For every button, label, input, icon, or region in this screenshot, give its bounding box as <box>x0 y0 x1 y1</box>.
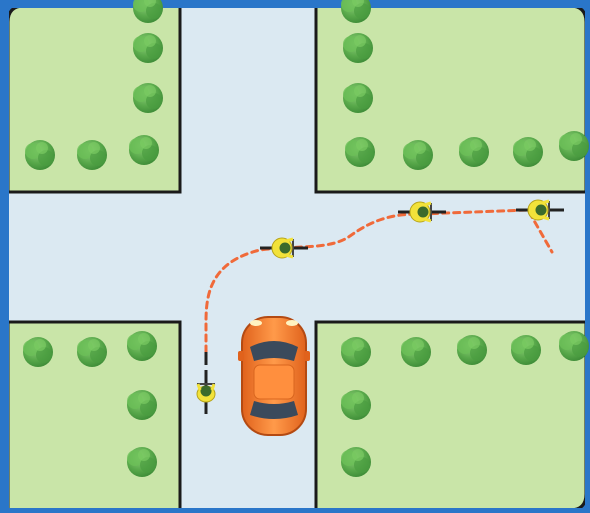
bush-icon <box>133 33 163 63</box>
bush-icon <box>127 331 157 361</box>
bush-icon <box>341 337 371 367</box>
bush-icon <box>459 137 489 167</box>
bush-icon <box>133 83 163 113</box>
bush-icon <box>77 337 107 367</box>
map-panel <box>4 0 590 513</box>
bush-icon <box>343 33 373 63</box>
bush-icon <box>457 335 487 365</box>
bush-icon <box>513 137 543 167</box>
bush-icon <box>511 335 541 365</box>
bush-icon <box>403 140 433 170</box>
bush-icon <box>77 140 107 170</box>
car-icon <box>238 317 310 435</box>
bush-icon <box>127 390 157 420</box>
bush-icon <box>341 390 371 420</box>
bush-icon <box>23 337 53 367</box>
bush-icon <box>127 447 157 477</box>
bush-icon <box>25 140 55 170</box>
bush-icon <box>401 337 431 367</box>
bush-icon <box>559 131 589 161</box>
bush-icon <box>345 137 375 167</box>
bush-icon <box>129 135 159 165</box>
bush-icon <box>343 83 373 113</box>
bush-icon <box>341 447 371 477</box>
bush-icon <box>559 331 589 361</box>
